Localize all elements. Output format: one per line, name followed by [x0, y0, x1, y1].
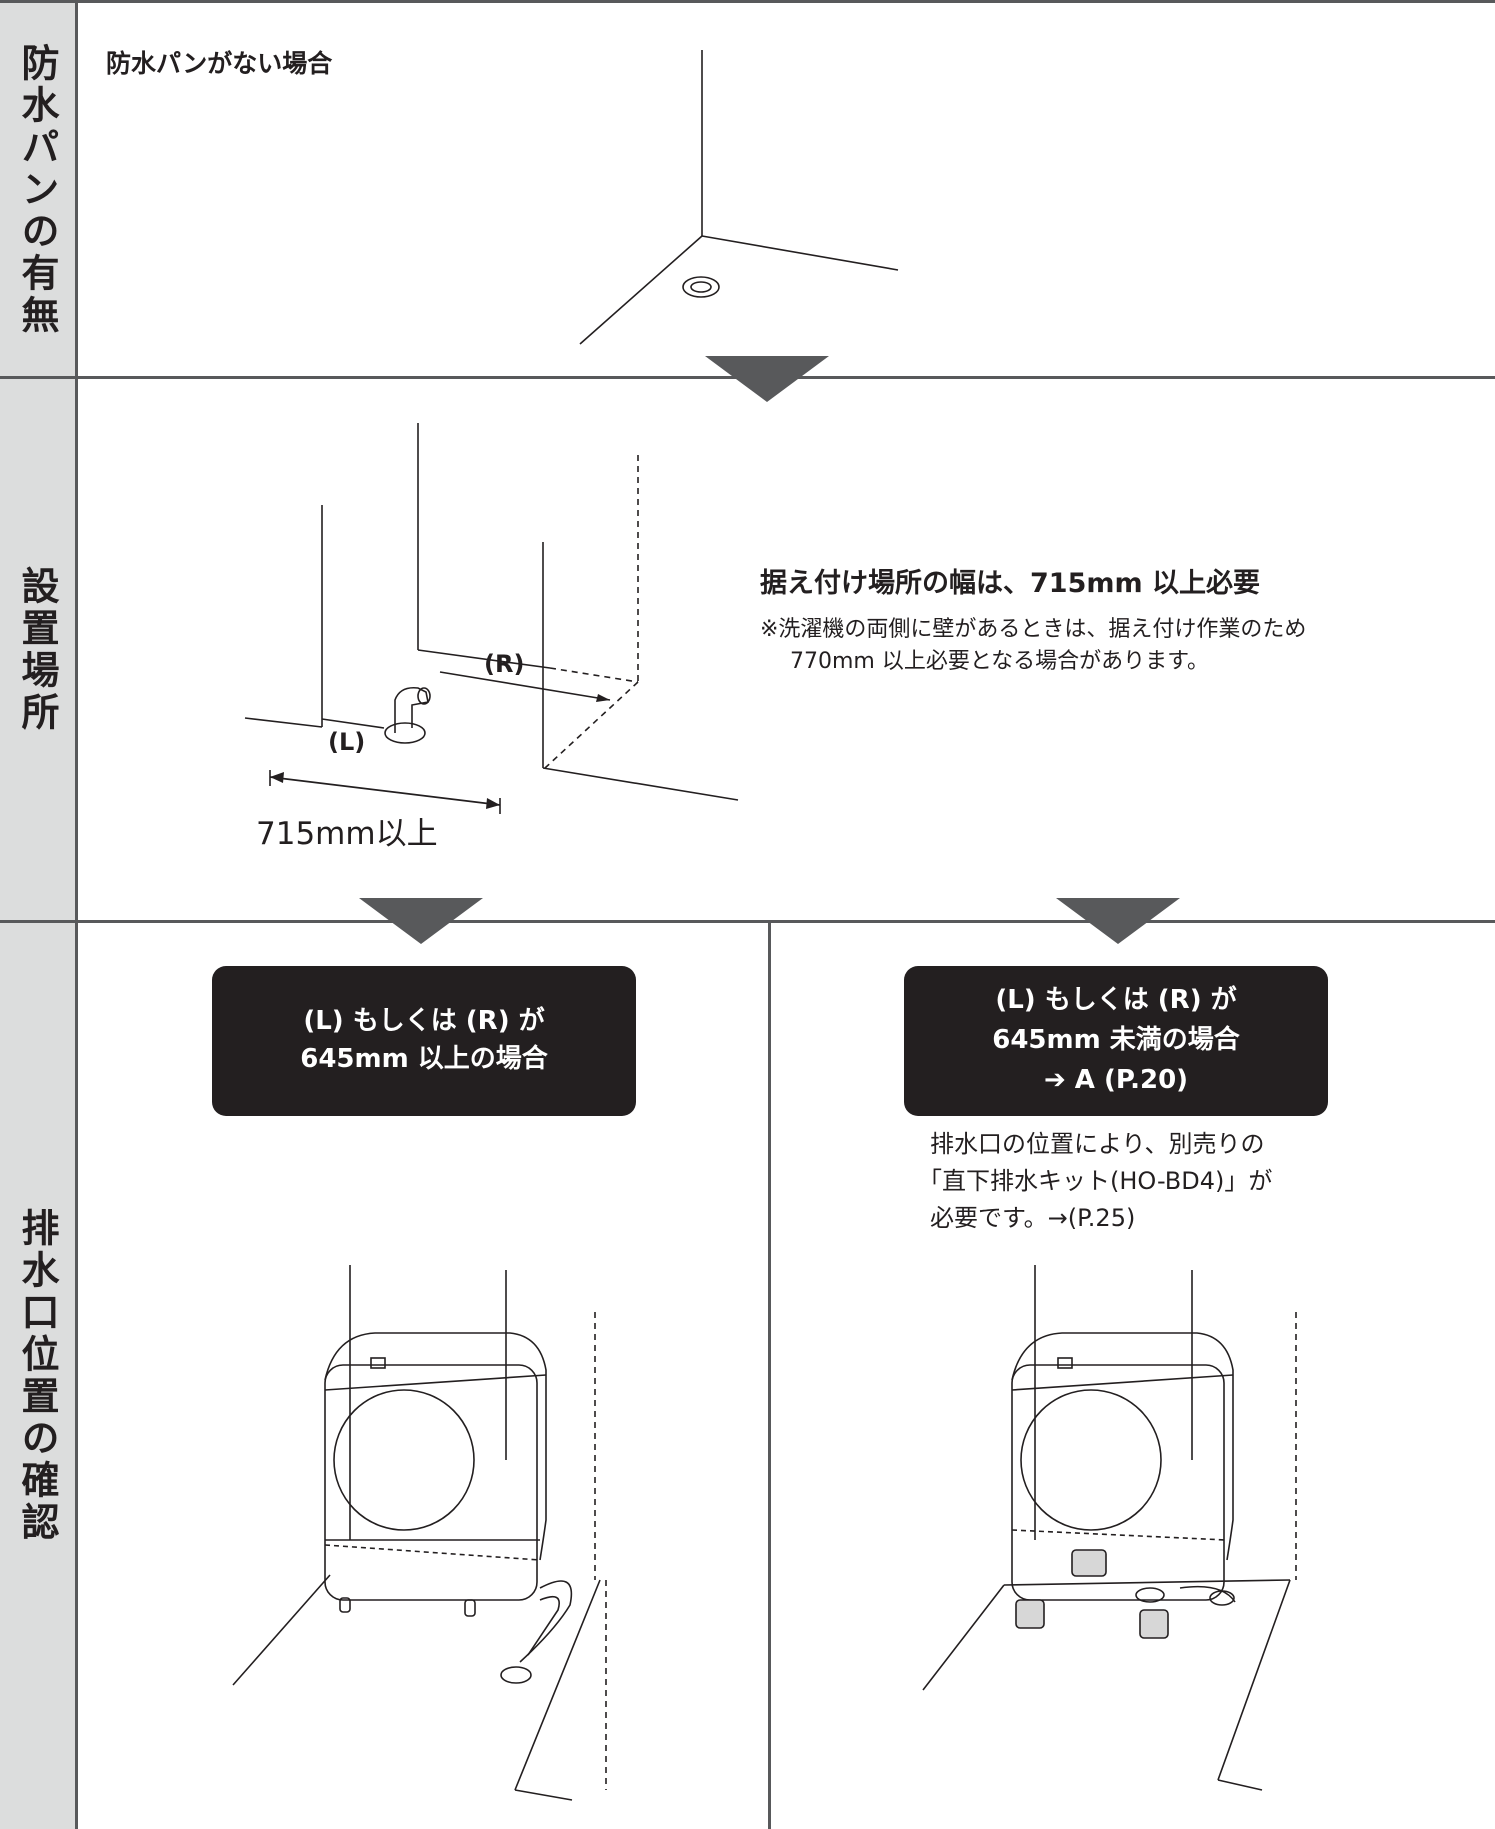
- kit-note-line-2: 「直下排水キット(HO-BD4)」が: [918, 1167, 1273, 1195]
- case-box-left-line-1: (L) もしくは (R) が: [303, 1006, 545, 1036]
- flow-arrow-left: [359, 898, 483, 944]
- side-label-drain: 排水口位置の確認: [0, 923, 78, 1829]
- side-label-pan: 防水パンの有無: [0, 3, 78, 376]
- side-label-pan-text: 防水パンの有無: [15, 42, 59, 337]
- width-dimension-label: 715mm以上: [256, 816, 438, 852]
- top-border: [0, 0, 1495, 3]
- place-headline: 据え付け場所の幅は、715mm 以上必要: [760, 568, 1261, 599]
- right-clearance-label: (R): [484, 650, 525, 678]
- case-box-right-page-link[interactable]: ➔ A (P.20): [1043, 1065, 1189, 1095]
- case-box-right-line-2: 645mm 未満の場合: [992, 1025, 1240, 1055]
- flow-arrow-right: [1056, 898, 1180, 944]
- side-label-place-text: 設置場所: [15, 565, 59, 734]
- case-box-645-or-more: (L) もしくは (R) が 645mm 以上の場合: [212, 966, 636, 1116]
- side-label-place: 設置場所: [0, 379, 78, 920]
- floor-corner-illustration: [579, 50, 899, 345]
- place-note-line-2: 770mm 以上必要となる場合があります。: [790, 649, 1209, 674]
- case-box-right-line-1: (L) もしくは (R) が: [995, 985, 1237, 1015]
- divider-place-drain: [0, 920, 1495, 923]
- place-note-line-1: ※洗濯機の両側に壁があるときは、据え付け作業のため: [760, 617, 1307, 642]
- case-box-left-line-2: 645mm 以上の場合: [300, 1044, 548, 1074]
- kit-note-line-1: 排水口の位置により、別売りの: [930, 1130, 1265, 1158]
- side-label-drain-text: 排水口位置の確認: [15, 1208, 59, 1544]
- installation-width-illustration: [244, 423, 739, 814]
- flow-arrow-1: [705, 356, 829, 402]
- left-clearance-label: (L): [328, 728, 366, 756]
- case-box-under-645: (L) もしくは (R) が 645mm 未満の場合 ➔ A (P.20): [904, 966, 1328, 1116]
- pan-title: 防水パンがない場合: [106, 49, 333, 78]
- kit-note-line-3[interactable]: 必要です。→(P.25): [930, 1204, 1136, 1232]
- divider-drain-columns: [768, 920, 771, 1829]
